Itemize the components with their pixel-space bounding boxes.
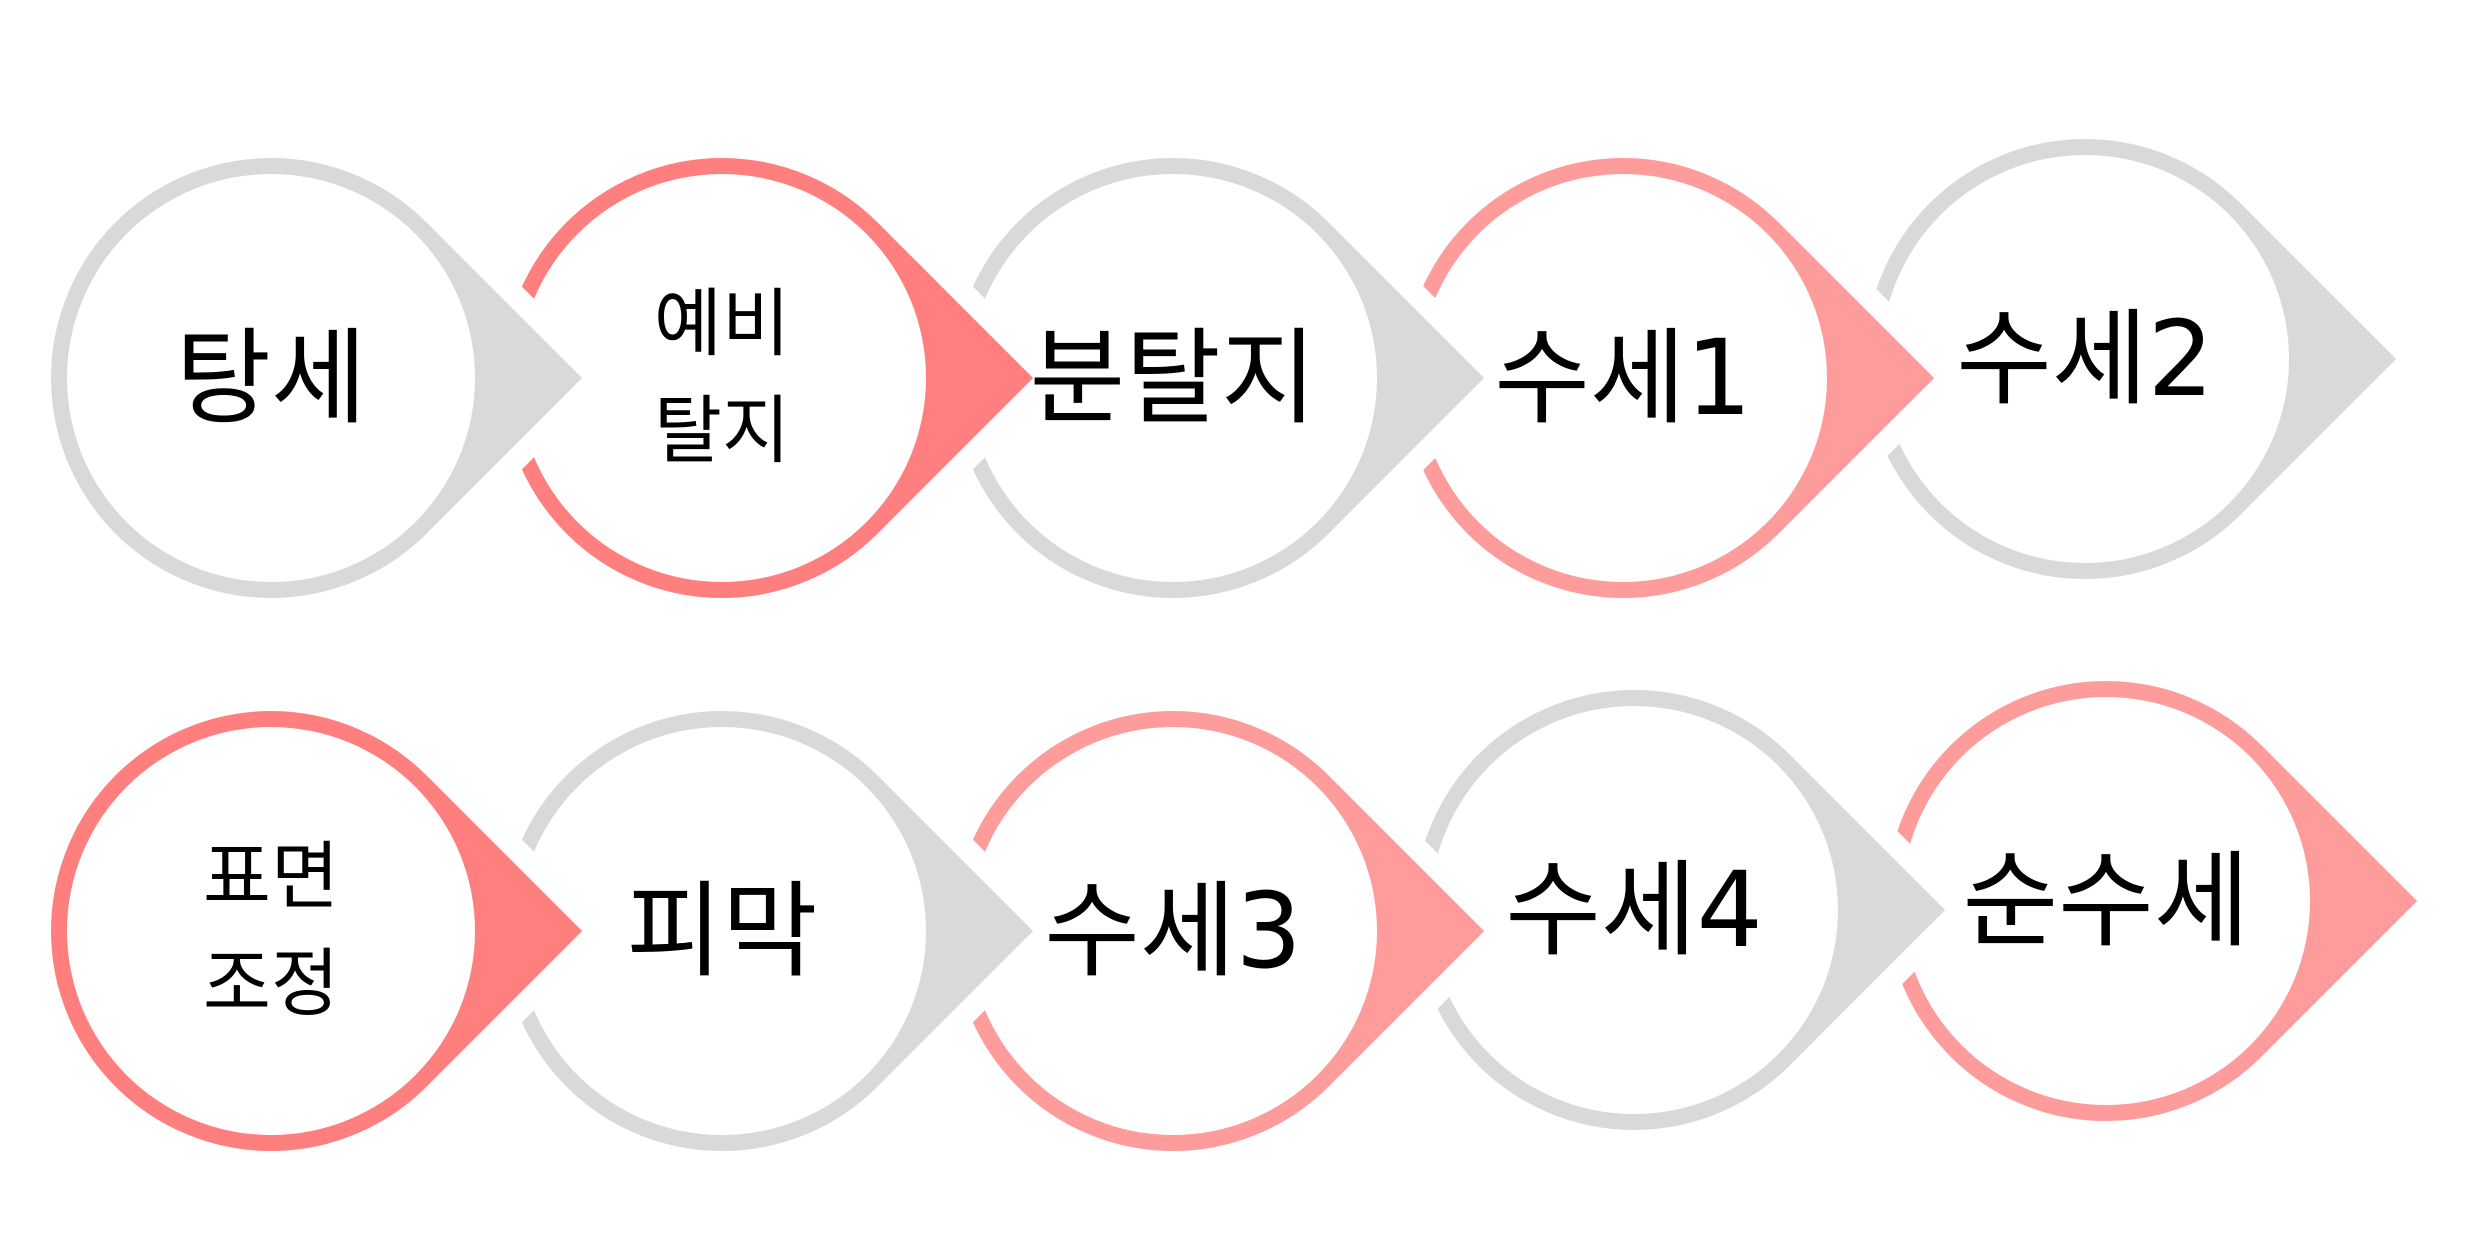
inner-circle [1881, 155, 2289, 563]
step-shape-2 [480, 136, 1065, 620]
step-shape-9 [1392, 668, 1977, 1152]
step-label-line: 수세1 [1494, 316, 1752, 439]
inner-circle [67, 174, 475, 582]
inner-circle [1430, 706, 1838, 1114]
step-label-line: 피막 [626, 869, 818, 992]
step-shape-1 [29, 136, 614, 620]
inner-circle [518, 174, 926, 582]
step-label-10: 순수세 [1916, 711, 2296, 1091]
step-label-line: 수세3 [1044, 869, 1302, 992]
inner-circle [1902, 697, 2310, 1105]
step-label-7: 피막 [532, 741, 912, 1121]
step-shape-10 [1864, 659, 2449, 1143]
step-label-8: 수세3 [983, 741, 1363, 1121]
inner-circle [969, 727, 1377, 1135]
step-label-4: 수세1 [1433, 188, 1813, 568]
inner-circle [518, 727, 926, 1135]
step-label-3: 분탈지 [983, 188, 1363, 568]
inner-circle [67, 727, 475, 1135]
inner-circle [1419, 174, 1827, 582]
step-label-line: 표면 [202, 833, 340, 920]
step-label-9: 수세4 [1444, 720, 1824, 1100]
inner-circle [969, 174, 1377, 582]
step-label-line: 탈지 [653, 388, 791, 474]
step-shape-6 [29, 689, 614, 1173]
step-shape-3 [931, 136, 1516, 620]
step-label-5: 수세2 [1895, 169, 2275, 549]
step-label-line: 분탈지 [1029, 316, 1317, 439]
step-label-line: 수세2 [1956, 297, 2214, 420]
step-label-line: 조정 [202, 941, 340, 1027]
step-label-line: 예비 [653, 280, 791, 367]
step-shape-4 [1381, 136, 1966, 620]
step-label-line: 탕세 [175, 316, 367, 439]
step-label-line: 수세4 [1505, 848, 1763, 971]
step-label-line: 순수세 [1962, 839, 2250, 962]
step-shape-7 [480, 689, 1065, 1173]
step-label-1: 탕세 [81, 188, 461, 568]
